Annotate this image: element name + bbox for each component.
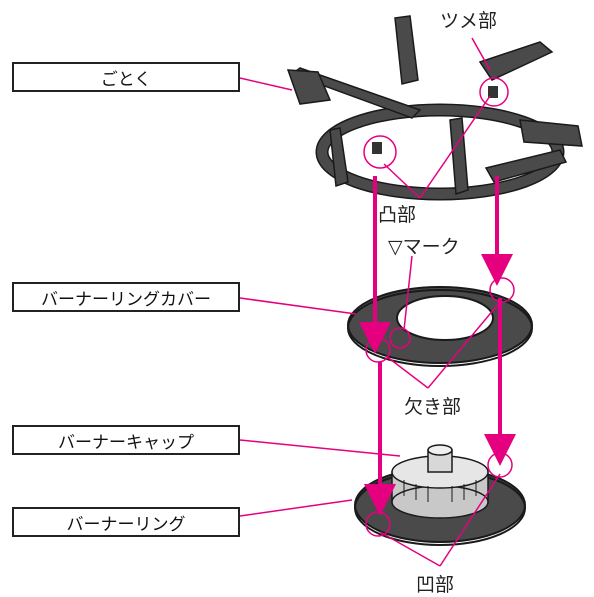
highlight-circles xyxy=(363,77,515,537)
annotation-ou: 凹部 xyxy=(416,574,455,596)
label-gotoku: ごとく xyxy=(12,62,240,92)
leader-lines xyxy=(239,37,501,567)
label-burner-ring-cover: バーナーリングカバー xyxy=(12,282,240,312)
annotation-totsu: 凸部 xyxy=(378,204,417,226)
label-burner-cap: バーナーキャップ xyxy=(12,425,240,455)
assembly-arrows xyxy=(359,176,516,516)
gotoku-part xyxy=(286,15,583,201)
burner-ring-cover-part xyxy=(347,286,533,367)
annotation-tsume: ツメ部 xyxy=(440,10,498,32)
annotation-triangle-mark: ▽マーク xyxy=(388,236,460,258)
burner-cap-part xyxy=(391,444,489,519)
annotation-kaki: 欠き部 xyxy=(404,396,462,418)
label-burner-ring: バーナーリング xyxy=(12,507,240,537)
